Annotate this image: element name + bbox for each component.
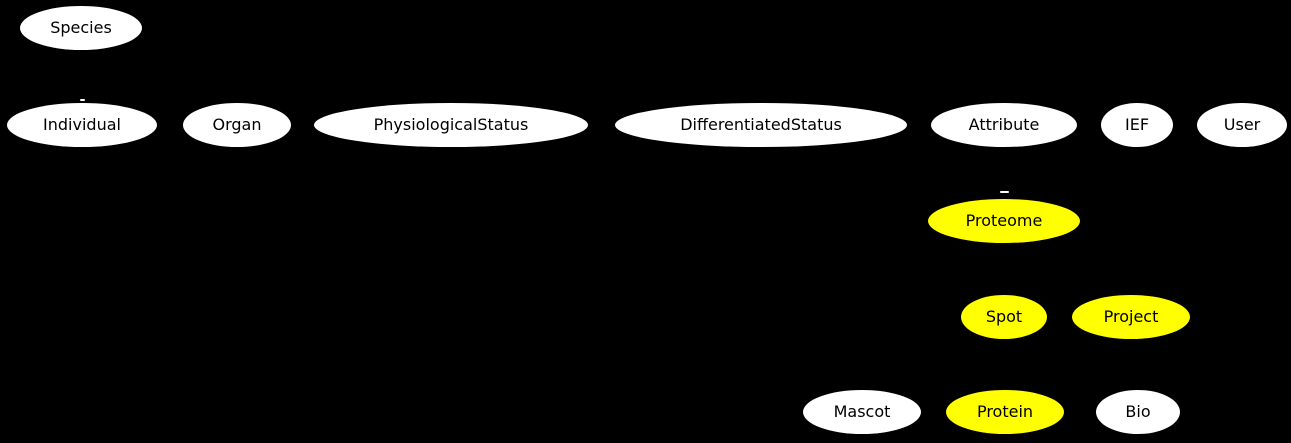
node-label: Organ (212, 115, 262, 134)
node-label: Project (1103, 307, 1159, 326)
diagram-node-project[interactable]: Project (1072, 295, 1190, 339)
diagram-node-spot[interactable]: Spot (961, 295, 1047, 339)
diagram-node-user[interactable]: User (1197, 103, 1287, 147)
edge-artifact (1000, 191, 1009, 193)
node-label: User (1223, 115, 1261, 134)
diagram-node-mascot[interactable]: Mascot (803, 390, 921, 434)
diagram-node-attribute[interactable]: Attribute (931, 103, 1077, 147)
diagram-node-differentiatedstatus[interactable]: DifferentiatedStatus (615, 103, 907, 147)
node-label: Spot (985, 307, 1023, 326)
edge-artifact (80, 99, 85, 101)
node-label: Bio (1125, 402, 1151, 421)
diagram-node-protein[interactable]: Protein (946, 390, 1064, 434)
node-label: DifferentiatedStatus (680, 115, 842, 134)
diagram-node-ief[interactable]: IEF (1101, 103, 1173, 147)
node-label: Mascot (833, 402, 891, 421)
diagram-node-individual[interactable]: Individual (7, 103, 157, 147)
node-label: Protein (976, 402, 1034, 421)
node-label: Proteome (965, 211, 1043, 230)
diagram-node-organ[interactable]: Organ (183, 103, 291, 147)
diagram-node-bio[interactable]: Bio (1096, 390, 1180, 434)
node-label: Attribute (968, 115, 1040, 134)
node-label: Species (50, 18, 112, 37)
diagram-node-species[interactable]: Species (20, 6, 142, 50)
diagram-node-proteome[interactable]: Proteome (928, 199, 1080, 243)
node-label: IEF (1124, 115, 1150, 134)
diagram-node-physiologicalstatus[interactable]: PhysiologicalStatus (314, 103, 588, 147)
node-label: Individual (43, 115, 121, 134)
node-label: PhysiologicalStatus (373, 115, 529, 134)
